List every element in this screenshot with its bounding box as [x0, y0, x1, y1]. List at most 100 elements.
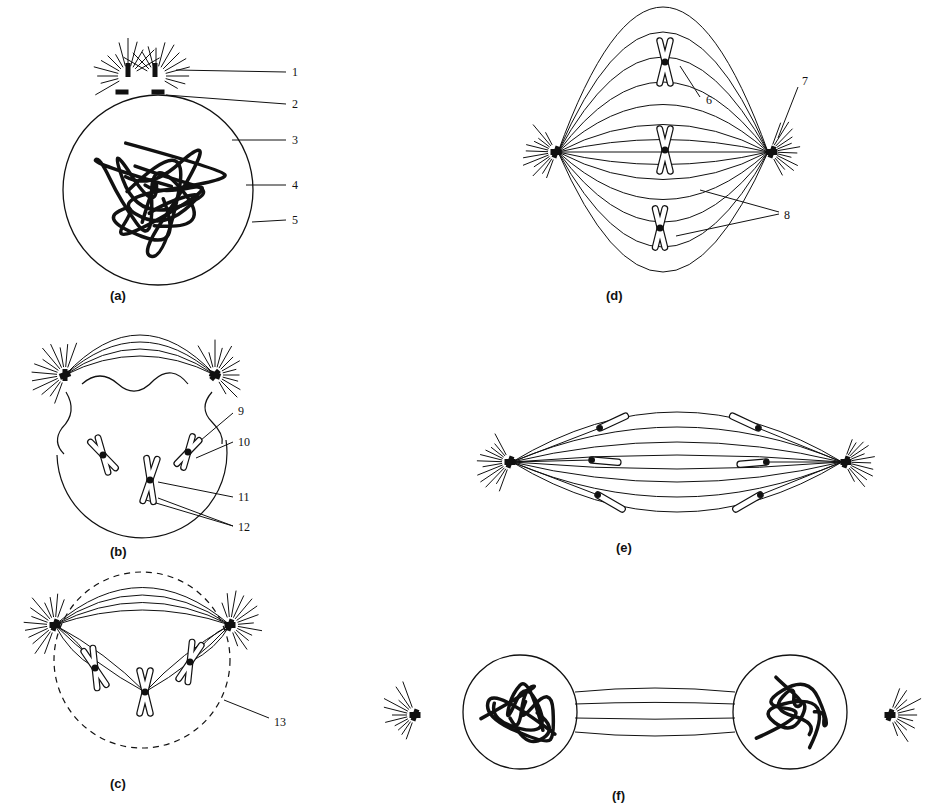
- callout-number: 8: [784, 207, 790, 223]
- callout-number: 3: [292, 132, 298, 148]
- daughter-nucleus: [463, 655, 577, 769]
- spindle-fiber: [65, 342, 215, 375]
- leader-line: [166, 95, 286, 104]
- spindle-fiber: [145, 625, 230, 692]
- panel-label: (e): [616, 540, 632, 556]
- spindle-fiber: [512, 462, 842, 482]
- chromatid-outline: [598, 495, 622, 509]
- astral-ray: [50, 597, 54, 617]
- chromatid-outline: [660, 41, 671, 84]
- chromatid-fill: [655, 209, 665, 248]
- astral-ray: [778, 147, 800, 151]
- astral-ray: [222, 361, 240, 371]
- astral-ray: [385, 717, 407, 723]
- centriole: [152, 90, 165, 95]
- spindle-fiber: [55, 588, 230, 626]
- membrane-fragment: [82, 373, 188, 391]
- chromatid-outline: [660, 129, 671, 172]
- astral-ray: [56, 594, 58, 617]
- astral-ray: [384, 707, 407, 713]
- centromere: [185, 449, 192, 456]
- astral-ray: [223, 375, 240, 376]
- astral-ray: [896, 700, 907, 710]
- centromere: [147, 477, 154, 484]
- astral-ray: [119, 43, 125, 67]
- astral-ray: [848, 469, 855, 482]
- astral-ray: [60, 347, 64, 367]
- spindle-fiber: [55, 595, 230, 625]
- panel-label: (a): [110, 288, 126, 304]
- astral-ray: [166, 67, 190, 74]
- leader-line: [158, 498, 233, 526]
- chromatid-outline: [655, 209, 665, 248]
- chromatid-fill: [143, 459, 157, 501]
- centromere: [100, 452, 107, 459]
- spindle-fiber: [512, 462, 598, 495]
- astral-ray: [68, 343, 77, 368]
- centromere: [763, 459, 769, 465]
- chromatid-fill: [98, 438, 108, 473]
- centriole: [126, 63, 131, 77]
- astral-ray: [893, 723, 898, 736]
- centriole: [209, 369, 221, 381]
- astral-ray: [526, 145, 548, 151]
- chromatid-fill: [736, 495, 760, 509]
- callout-number: 9: [238, 403, 244, 419]
- astral-ray: [215, 340, 216, 367]
- centromere: [755, 425, 761, 431]
- astral-ray: [898, 709, 915, 713]
- astral-ray: [32, 376, 57, 380]
- leader-line: [232, 140, 286, 141]
- chromatid-outline: [740, 462, 766, 464]
- astral-ray: [97, 76, 118, 77]
- astral-ray: [29, 628, 48, 637]
- centriole: [506, 456, 515, 469]
- spindle-fiber: [512, 462, 842, 497]
- centriole: [51, 619, 60, 632]
- astral-ray: [142, 52, 151, 67]
- dissolved-nucleus-outline: [54, 572, 230, 748]
- astral-ray: [223, 369, 237, 373]
- chromatid-fill: [184, 437, 193, 468]
- centriole: [153, 63, 158, 77]
- callout-number: 4: [292, 177, 298, 193]
- astral-ray: [480, 455, 502, 461]
- centromere: [662, 147, 669, 154]
- astral-ray: [237, 628, 252, 635]
- astral-ray: [233, 633, 238, 647]
- astral-ray: [31, 616, 47, 622]
- astral-ray: [849, 468, 865, 487]
- astral-ray: [45, 633, 53, 654]
- astral-ray: [108, 56, 121, 69]
- astral-ray: [238, 615, 259, 623]
- spindle-fiber: [575, 718, 735, 719]
- astral-ray: [898, 715, 917, 716]
- chromatid-fill: [91, 442, 116, 468]
- chromatid-fill: [660, 41, 671, 84]
- generated-drawing: [24, 7, 921, 748]
- spindle-fiber: [65, 356, 215, 375]
- callout-number: 13: [274, 714, 286, 730]
- spindle-fiber: [65, 349, 215, 375]
- astral-ray: [237, 606, 258, 621]
- spindle-fiber: [55, 625, 145, 692]
- astral-ray: [133, 53, 149, 69]
- spindle-fiber: [575, 688, 735, 692]
- chromatid-outline: [184, 437, 193, 468]
- chromatid-outline: [660, 129, 671, 172]
- membrane-fragment: [205, 392, 222, 444]
- chromatid-fill: [733, 416, 758, 428]
- nucleus-outline: [63, 95, 253, 285]
- astral-ray: [523, 155, 549, 165]
- centriole: [63, 369, 68, 381]
- chromatid-fill: [655, 209, 665, 248]
- static-drawing: [54, 66, 847, 769]
- leader-line: [778, 87, 798, 138]
- chromatid-fill: [600, 416, 625, 428]
- astral-ray: [533, 125, 551, 146]
- centriole: [842, 456, 851, 469]
- spindle-fiber: [760, 462, 842, 495]
- spindle-fiber: [758, 428, 842, 462]
- leader-line: [224, 700, 269, 718]
- astral-ray: [221, 357, 233, 369]
